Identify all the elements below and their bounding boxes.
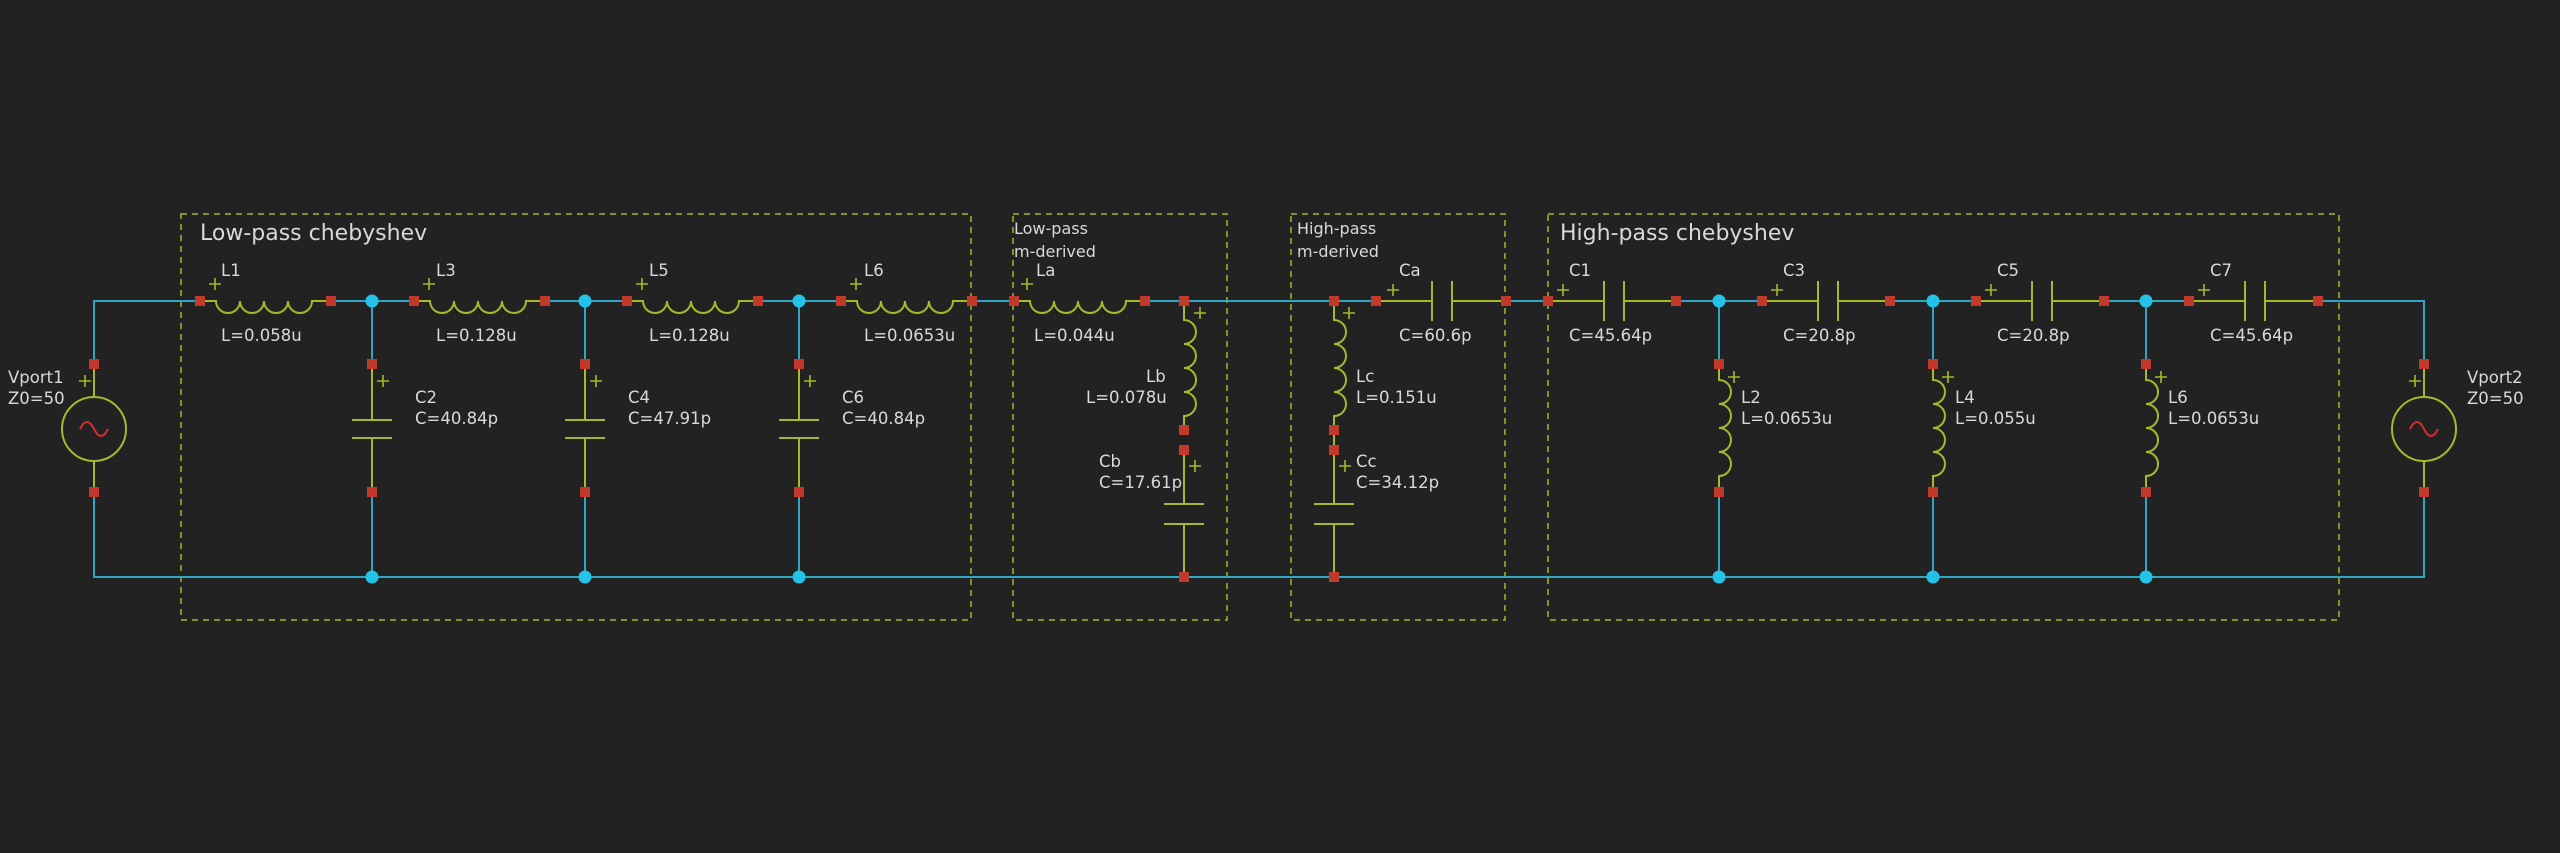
ca-name: Ca [1399,261,1421,280]
vport1-name: Vport1 [8,368,64,387]
capacitor-cb-icon [1164,450,1204,577]
l1-name: L1 [221,261,241,280]
junction-nodes [365,294,2153,584]
cb-value: C=17.61p [1099,473,1182,492]
c2-value: C=40.84p [415,409,498,428]
section-title-hp-mderived-2: m-derived [1297,242,1379,261]
c2-name: C2 [415,388,437,407]
bottom-rail-wire [93,492,2425,578]
l4-name: L4 [1955,388,1975,407]
c1-name: C1 [1569,261,1591,280]
la-name: La [1036,261,1055,280]
l2-name: L2 [1741,388,1761,407]
pins [89,296,2429,582]
lp-chebyshev-box [180,213,972,621]
c6-name: C6 [842,388,864,407]
section-title-lp-chebyshev: Low-pass chebyshev [200,221,427,246]
l6-hp-name: L6 [2168,388,2188,407]
capacitor-c7-icon [2189,281,2318,321]
l4-value: L=0.055u [1955,409,2036,428]
capacitor-c6-icon [779,364,819,492]
top-rail-wire [93,300,2425,364]
vport2-name: Vport2 [2467,368,2523,387]
lc-value: L=0.151u [1356,388,1437,407]
capacitor-c3-icon [1762,281,1890,321]
inductor-la-icon [1014,300,1144,314]
c7-value: C=45.64p [2210,326,2293,345]
lp-mderived-box [1012,213,1228,621]
la-value: L=0.044u [1034,326,1115,345]
c4-name: C4 [628,388,650,407]
inductor-lc-icon [1333,301,1347,450]
capacitor-c5-icon [1976,281,2104,321]
l5-name: L5 [649,261,669,280]
capacitor-c2-icon [352,364,392,492]
c7-name: C7 [2210,261,2232,280]
capacitor-cc-icon [1314,450,1354,577]
capacitor-c1-icon [1548,281,1676,321]
l3-value: L=0.128u [436,326,517,345]
mderived-branches [1164,301,1354,577]
inductor-l4-icon [1932,364,1946,492]
ca-value: C=60.6p [1399,326,1472,345]
inductor-l6-hp-icon [2145,364,2159,492]
port-sources [61,364,2457,492]
hp-chebyshev-box [1547,213,2340,621]
l6-hp-value: L=0.0653u [2168,409,2259,428]
inductor-l3-icon [414,300,544,314]
section-title-hp-chebyshev: High-pass chebyshev [1560,221,1794,246]
capacitor-c4-icon [565,364,605,492]
c5-value: C=20.8p [1997,326,2070,345]
inductor-lb-icon [1183,301,1197,430]
c3-value: C=20.8p [1783,326,1856,345]
section-title-hp-mderived-1: High-pass [1297,219,1376,238]
c6-value: C=40.84p [842,409,925,428]
inductor-l1-icon [200,300,330,314]
inductor-l5-icon [627,300,757,314]
l1-value: L=0.058u [221,326,302,345]
cc-name: Cc [1356,452,1377,471]
l2-value: L=0.0653u [1741,409,1832,428]
lb-name: Lb [1146,367,1166,386]
polarity-markers [79,278,2421,472]
section-title-lp-mderived-1: Low-pass [1014,219,1088,238]
shunt-inductors [1702,364,2163,492]
vport2-impedance: Z0=50 [2467,389,2524,408]
l3-name: L3 [436,261,456,280]
c1-value: C=45.64p [1569,326,1652,345]
shunt-capacitors [352,364,819,492]
capacitor-ca-icon [1376,281,1506,321]
l6-lp-name: L6 [864,261,884,280]
l6-lp-value: L=0.0653u [864,326,955,345]
inductor-l2-icon [1718,364,1732,492]
section-boxes [180,213,2340,621]
vport1-source-icon [61,364,127,492]
vport1-impedance: Z0=50 [8,389,65,408]
series-capacitors [1376,281,2318,321]
section-title-lp-mderived-2: m-derived [1014,242,1096,261]
cc-value: C=34.12p [1356,473,1439,492]
lc-name: Lc [1356,367,1374,386]
c4-value: C=47.91p [628,409,711,428]
lb-value: L=0.078u [1086,388,1167,407]
hp-mderived-box [1290,213,1506,621]
vport2-source-icon [2391,364,2457,492]
series-inductors [200,292,1144,314]
inductor-l6-lp-icon [841,300,971,314]
cb-name: Cb [1099,452,1121,471]
l5-value: L=0.128u [649,326,730,345]
c3-name: C3 [1783,261,1805,280]
c5-name: C5 [1997,261,2019,280]
